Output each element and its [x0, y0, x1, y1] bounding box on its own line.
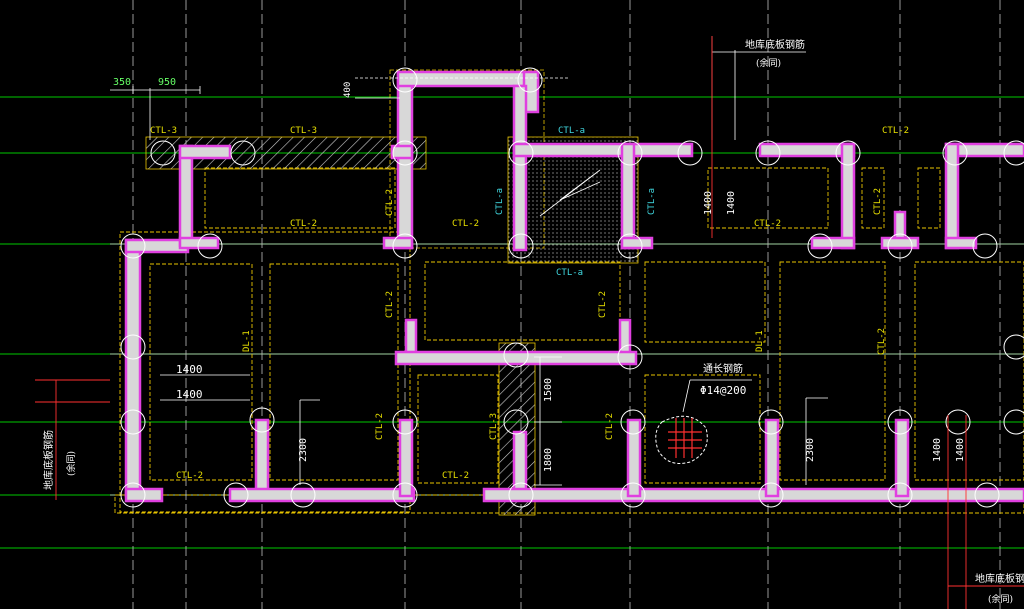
- wall: [512, 142, 694, 158]
- beam-label: DL-1: [242, 330, 252, 352]
- beam-label: CTL-a: [556, 268, 583, 278]
- beam-label: CTL-3: [150, 126, 177, 136]
- wall: [620, 142, 636, 250]
- wall: [178, 236, 220, 250]
- wall: [398, 418, 414, 498]
- beam-label: CTL-3: [489, 413, 499, 440]
- beam-label: DL-1: [755, 330, 765, 352]
- beam-label: CTL-2: [605, 413, 615, 440]
- dimension-text: 2300: [805, 438, 816, 462]
- dimension-text: 950: [158, 77, 176, 88]
- beam-label: CTL-2: [385, 291, 395, 318]
- beam-label: CTL-2: [598, 291, 608, 318]
- wall: [396, 70, 414, 250]
- wall: [124, 487, 164, 503]
- dimension-text: 1400: [726, 191, 737, 215]
- rebar-detail-mark: [655, 415, 708, 464]
- floor-rebar-note-left: 地库底板钢筋: [42, 430, 55, 490]
- red-leader-lines: [35, 36, 1024, 609]
- horizontal-grid-lines: [110, 243, 1024, 496]
- rebar-note-title: 通长钢筋: [703, 362, 743, 375]
- wall: [840, 142, 856, 250]
- rebar-note-spec: Φ14@200: [700, 384, 746, 397]
- wall: [880, 236, 920, 250]
- beam-label: CTL-3: [290, 126, 317, 136]
- dimension-text: 1500: [543, 378, 554, 402]
- walls: [124, 70, 1024, 503]
- wall: [764, 418, 780, 498]
- notes: 通长钢筋 Φ14@200 地库底板钢筋 (余同) 地库底板钢筋 (余同) 地库底…: [42, 38, 1024, 605]
- wall: [944, 142, 960, 250]
- wall: [894, 418, 910, 498]
- wall: [124, 238, 142, 498]
- beam-label: CTL-2: [176, 471, 203, 481]
- beam-label: CTL-a: [495, 188, 505, 215]
- floor-rebar-note-left-sub: (余同): [65, 451, 77, 476]
- dimension-text: 1800: [543, 448, 554, 472]
- wall: [512, 84, 528, 252]
- wall: [394, 350, 638, 366]
- dimension-texts: 350 950 400 1400 1400 1400 1400 1400 140…: [113, 77, 966, 472]
- beam-label: CTL-a: [558, 126, 585, 136]
- hatched-strips: [145, 69, 639, 516]
- beam-label: CTL-2: [873, 188, 883, 215]
- dimension-text: 2300: [298, 438, 309, 462]
- wall: [228, 487, 416, 503]
- wall: [396, 70, 540, 88]
- wall: [124, 238, 190, 254]
- floor-rebar-note-top-sub: (余同): [756, 57, 781, 69]
- wall: [620, 236, 654, 250]
- floor-rebar-note-bottom: 地库底板钢筋: [975, 572, 1024, 585]
- beam-label: CTL-2: [754, 219, 781, 229]
- wall: [944, 236, 978, 250]
- dimension-text: 400: [343, 82, 353, 98]
- floor-rebar-note-bottom-sub: (余同): [988, 593, 1013, 605]
- beam-label: CTL-2: [375, 413, 385, 440]
- wall: [482, 487, 1024, 503]
- dimension-lines: [110, 36, 828, 486]
- wall: [390, 144, 414, 160]
- wall: [626, 418, 642, 498]
- wall: [512, 430, 528, 498]
- beam-label: CTL-2: [877, 328, 887, 355]
- beam-label: CTL-2: [290, 219, 317, 229]
- vertical-grid-lines: [132, 0, 1001, 609]
- beam-labels: CTL-3 CTL-3 CTL-2 CTL-2 CTL-2 CTL-2 CTL-…: [150, 126, 909, 481]
- column-markers: [120, 67, 1024, 508]
- dimension-text: 350: [113, 77, 131, 88]
- wall: [758, 142, 856, 158]
- dimension-text: 1400: [932, 438, 943, 462]
- beam-label: CTL-2: [385, 189, 395, 216]
- beam-label: CTL-2: [442, 471, 469, 481]
- wall: [178, 144, 232, 160]
- beam-label: CTL-2: [882, 126, 909, 136]
- wall: [382, 236, 414, 250]
- wall: [810, 236, 856, 250]
- floor-rebar-note-top: 地库底板钢筋: [745, 38, 805, 51]
- dimension-text: 1400: [176, 388, 203, 401]
- dimension-text: 1400: [955, 438, 966, 462]
- beam-label: CTL-2: [452, 219, 479, 229]
- dimension-text: 1400: [703, 191, 714, 215]
- dimension-text: 1400: [176, 363, 203, 376]
- wall: [178, 144, 194, 248]
- beam-label: CTL-a: [647, 188, 657, 215]
